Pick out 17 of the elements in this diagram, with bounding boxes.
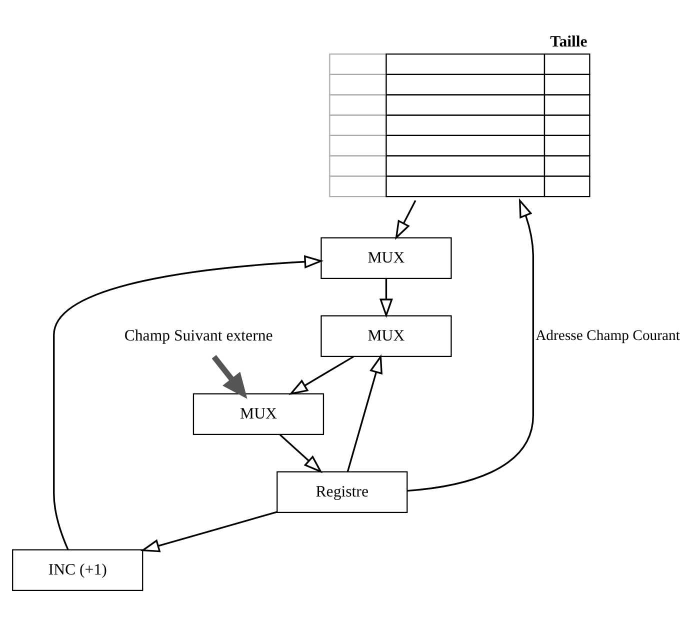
node-label: Taille <box>550 33 588 50</box>
arrow <box>53 255 324 550</box>
arrow <box>288 356 354 396</box>
edge-label: Adresse Champ Courant <box>536 328 680 344</box>
node-box: MUX <box>320 315 452 358</box>
node-text: Champ Suivant externe <box>124 327 273 344</box>
node-box: MUX <box>192 393 324 436</box>
arrow <box>379 278 393 318</box>
arrow <box>212 355 248 399</box>
node-box: Registre <box>276 471 408 514</box>
arrow <box>395 200 416 240</box>
node-box: INC (+1) <box>12 549 144 592</box>
arrow <box>279 434 323 474</box>
node-box: MUX <box>320 237 452 280</box>
arrow <box>407 198 534 492</box>
arrow <box>140 511 278 552</box>
arrow <box>346 354 382 472</box>
